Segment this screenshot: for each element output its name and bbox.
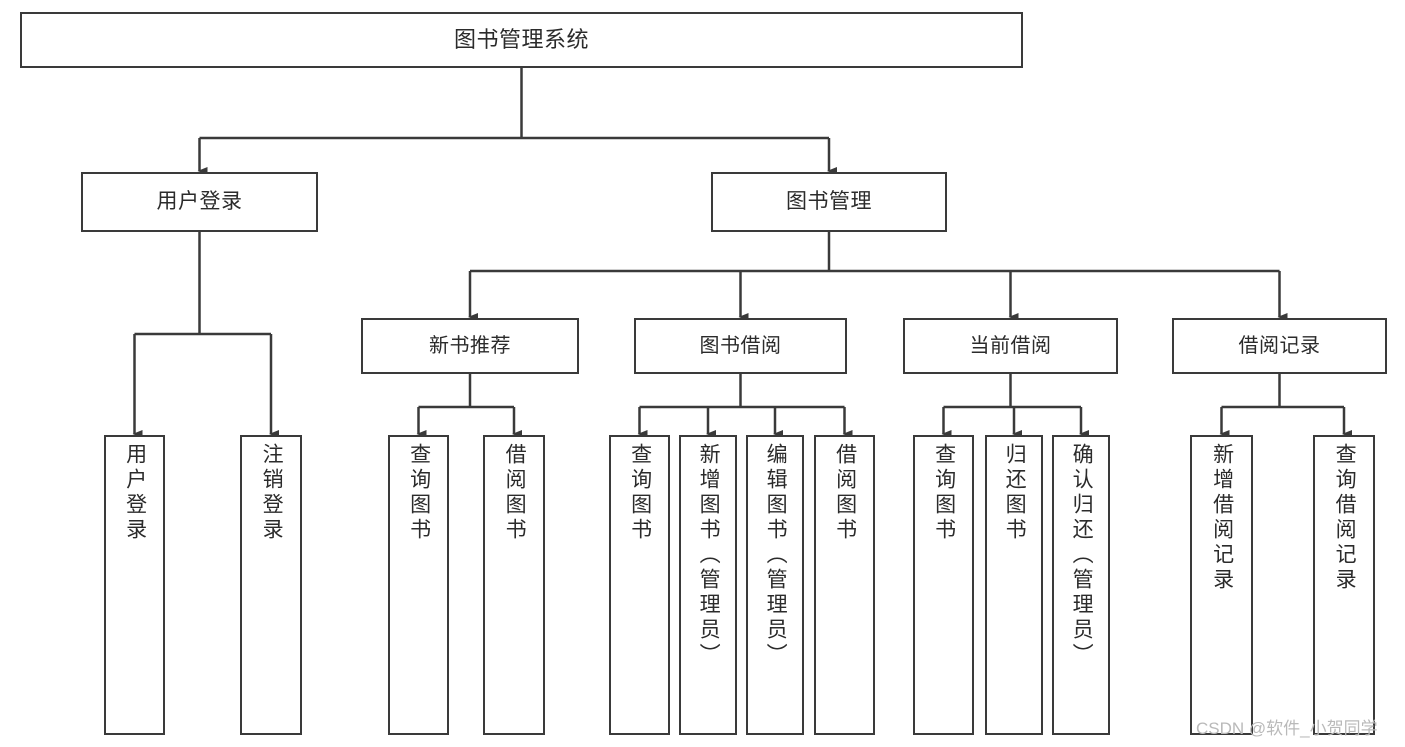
node-leaf-br-add[interactable]: 新增借阅记录	[1190, 435, 1253, 735]
node-label: 新书推荐	[429, 334, 511, 357]
node-book-borrow[interactable]: 图书借阅	[634, 318, 847, 374]
node-label: 图书管理	[786, 189, 872, 213]
node-leaf-bb-query[interactable]: 查询图书	[609, 435, 670, 735]
node-label: 图书借阅	[699, 334, 782, 357]
node-label: 查询图书	[932, 443, 956, 543]
node-label: 用户登录	[123, 443, 147, 543]
node-leaf-user-logout[interactable]: 注销登录	[240, 435, 302, 735]
node-leaf-bb-borrow[interactable]: 借阅图书	[814, 435, 875, 735]
node-label: 查询图书	[407, 443, 431, 543]
node-label: 查询图书	[628, 443, 652, 543]
node-current-borrow[interactable]: 当前借阅	[903, 318, 1118, 374]
node-label: 借阅图书	[503, 443, 527, 543]
node-new-book-rec[interactable]: 新书推荐	[361, 318, 579, 374]
node-label: 归还图书	[1003, 443, 1027, 543]
node-leaf-br-query[interactable]: 查询借阅记录	[1313, 435, 1375, 735]
node-label: 注销登录	[260, 443, 284, 543]
node-leaf-bb-edit[interactable]: 编辑图书（管理员）	[746, 435, 804, 735]
node-label: 新增借阅记录	[1210, 443, 1234, 593]
node-leaf-cb-query[interactable]: 查询图书	[913, 435, 974, 735]
node-label: 图书管理系统	[453, 27, 589, 53]
node-label: 当前借阅	[969, 334, 1052, 357]
node-label: 查询借阅记录	[1333, 443, 1357, 593]
node-leaf-user-login[interactable]: 用户登录	[104, 435, 165, 735]
node-label: 用户登录	[156, 189, 243, 213]
node-label: 借阅记录	[1238, 334, 1321, 357]
node-leaf-bb-add[interactable]: 新增图书（管理员）	[679, 435, 737, 735]
node-leaf-rec-query[interactable]: 查询图书	[388, 435, 449, 735]
node-label: 新增图书（管理员）	[697, 443, 721, 668]
node-label: 确认归还（管理员）	[1070, 443, 1094, 668]
node-root[interactable]: 图书管理系统	[20, 12, 1023, 68]
node-leaf-cb-return[interactable]: 归还图书	[985, 435, 1043, 735]
node-borrow-record[interactable]: 借阅记录	[1172, 318, 1387, 374]
node-label: 编辑图书（管理员）	[764, 443, 788, 668]
node-book-manage[interactable]: 图书管理	[711, 172, 947, 232]
node-user-login[interactable]: 用户登录	[81, 172, 318, 232]
node-leaf-rec-borrow[interactable]: 借阅图书	[483, 435, 545, 735]
node-leaf-cb-confirm[interactable]: 确认归还（管理员）	[1052, 435, 1110, 735]
node-label: 借阅图书	[833, 443, 857, 543]
